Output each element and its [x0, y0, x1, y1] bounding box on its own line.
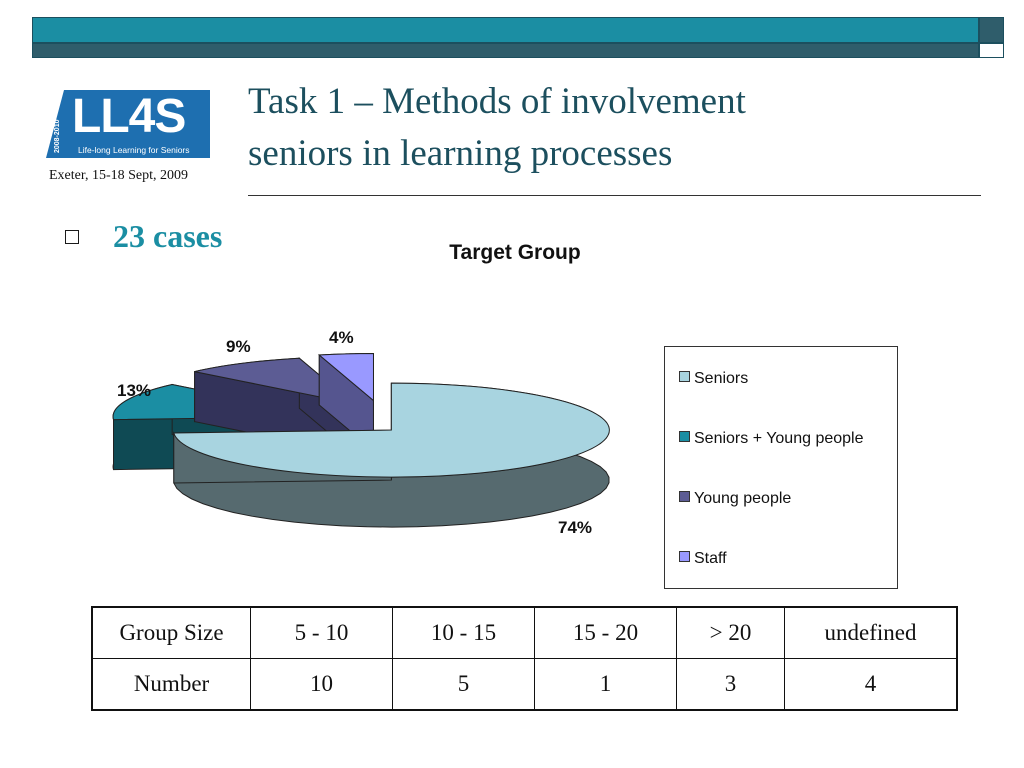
header-banner-strip [32, 43, 979, 58]
table-header-cell: 10 - 15 [392, 606, 535, 659]
table-cell: 3 [676, 658, 785, 711]
page-title: Task 1 – Methods of involvement seniors … [248, 76, 948, 180]
legend-swatch-young [679, 491, 690, 502]
legend-label: Seniors + Young people [694, 430, 864, 447]
event-caption: Exeter, 15-18 Sept, 2009 [49, 168, 189, 183]
legend-item-seniors: Seniors [679, 369, 748, 389]
pie-slice-staff [317, 353, 374, 402]
title-divider [248, 195, 981, 196]
bullet-text: 23 cases [113, 218, 223, 254]
legend-item-staff: Staff [679, 549, 727, 569]
table-cell: 5 [392, 658, 535, 711]
table-header-cell: 5 - 10 [250, 606, 393, 659]
pie-slice-seniors [173, 382, 610, 478]
slice-label-seniors: 74% [558, 518, 593, 537]
logo-wordmark: LL4S [72, 90, 186, 143]
title-line-2: seniors in learning processes [248, 133, 673, 174]
table-cell: 10 [250, 658, 393, 711]
chart-legend: Seniors Seniors + Young people Young peo… [664, 346, 898, 589]
legend-label: Seniors [694, 370, 749, 387]
ll4s-logo [46, 90, 210, 158]
header-banner [32, 17, 979, 43]
bullet-square-icon [65, 230, 79, 244]
table-header-cell: 15 - 20 [534, 606, 677, 659]
logo-tagline: Life-long Learning for Seniors [78, 145, 190, 155]
header-corner-block-outline [979, 43, 1004, 58]
legend-swatch-seniors [679, 371, 690, 382]
table-cell: Number [91, 658, 251, 711]
slice-label-staff: 4% [329, 328, 354, 347]
table-row: Group Size 5 - 10 10 - 15 15 - 20 > 20 u… [91, 606, 958, 659]
title-line-1: Task 1 – Methods of involvement [248, 81, 746, 122]
table-header-cell: Group Size [91, 606, 251, 659]
legend-swatch-staff [679, 551, 690, 562]
pie-slice-young [194, 357, 354, 405]
table-cell: 4 [784, 658, 958, 711]
legend-item-young: Young people [679, 489, 791, 509]
slice-label-seniors-young: 13% [117, 381, 152, 400]
slice-label-young: 9% [226, 337, 251, 356]
table-row: Number 10 5 1 3 4 [91, 658, 958, 711]
chart-title: Target Group [449, 241, 581, 264]
legend-label: Young people [694, 490, 792, 507]
table-header-cell: > 20 [676, 606, 785, 659]
table-header-cell: undefined [784, 606, 958, 659]
legend-label: Staff [694, 550, 727, 567]
legend-item-seniors-young: Seniors + Young people [679, 429, 863, 449]
table-cell: 1 [534, 658, 677, 711]
legend-swatch-seniors-young [679, 431, 690, 442]
group-size-table: Group Size 5 - 10 10 - 15 15 - 20 > 20 u… [91, 606, 958, 711]
header-corner-block [979, 17, 1004, 43]
